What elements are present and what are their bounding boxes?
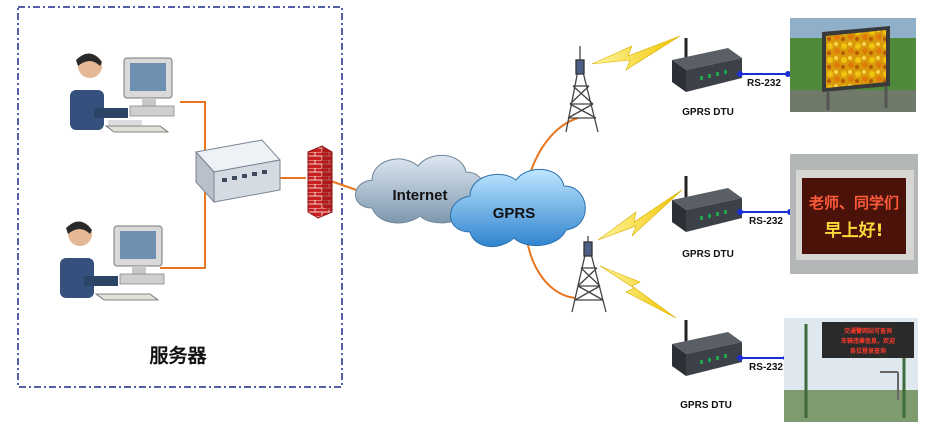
led-display-icon [784,318,918,422]
server-group-border [17,6,343,388]
rs232-label: RS-232 [747,78,781,89]
dtu-label: GPRS DTU [680,400,732,411]
dtu-label: GPRS DTU [682,107,734,118]
dtu-modem-icon [672,38,742,92]
gprs-label: GPRS [493,205,536,222]
dtu-modem-icon [672,320,742,376]
computer-user-icon [60,221,165,301]
serial-port-dot [737,355,743,361]
led-display-icon [790,154,918,274]
rs232-label: RS-232 [749,362,783,373]
switch-hub-icon [195,139,281,204]
lightning-icon [591,35,681,71]
firewall-icon [307,145,333,219]
lightning-icon [599,265,677,319]
dtu-label: GPRS DTU [682,249,734,260]
dtu-modem-icon [672,176,742,232]
serial-links [740,73,790,359]
computer-user-icon [70,53,175,133]
rs232-label: RS-232 [749,216,783,227]
led-school-line2: 早上好! [825,220,884,241]
internet-label: Internet [392,187,447,204]
led-traffic-line2: 车辆违章信息，欢迎 [841,337,895,345]
gprs-cloud-icon [450,168,586,247]
serial-port-dot [785,71,791,77]
antenna-tower-icon [571,236,607,313]
led-school-line1: 老师、同学们 [808,194,899,212]
serial-port-dot [737,209,743,215]
led-traffic-line3: 各位登录查询 [849,347,886,355]
antenna-tower-icon [565,46,599,133]
led-traffic-line1: 交通警网站可查询 [844,327,892,335]
lightning-icon [597,189,683,241]
serial-port-dot [737,71,743,77]
led-display-icon [790,18,916,112]
server-group-label: 服务器 [149,344,207,367]
